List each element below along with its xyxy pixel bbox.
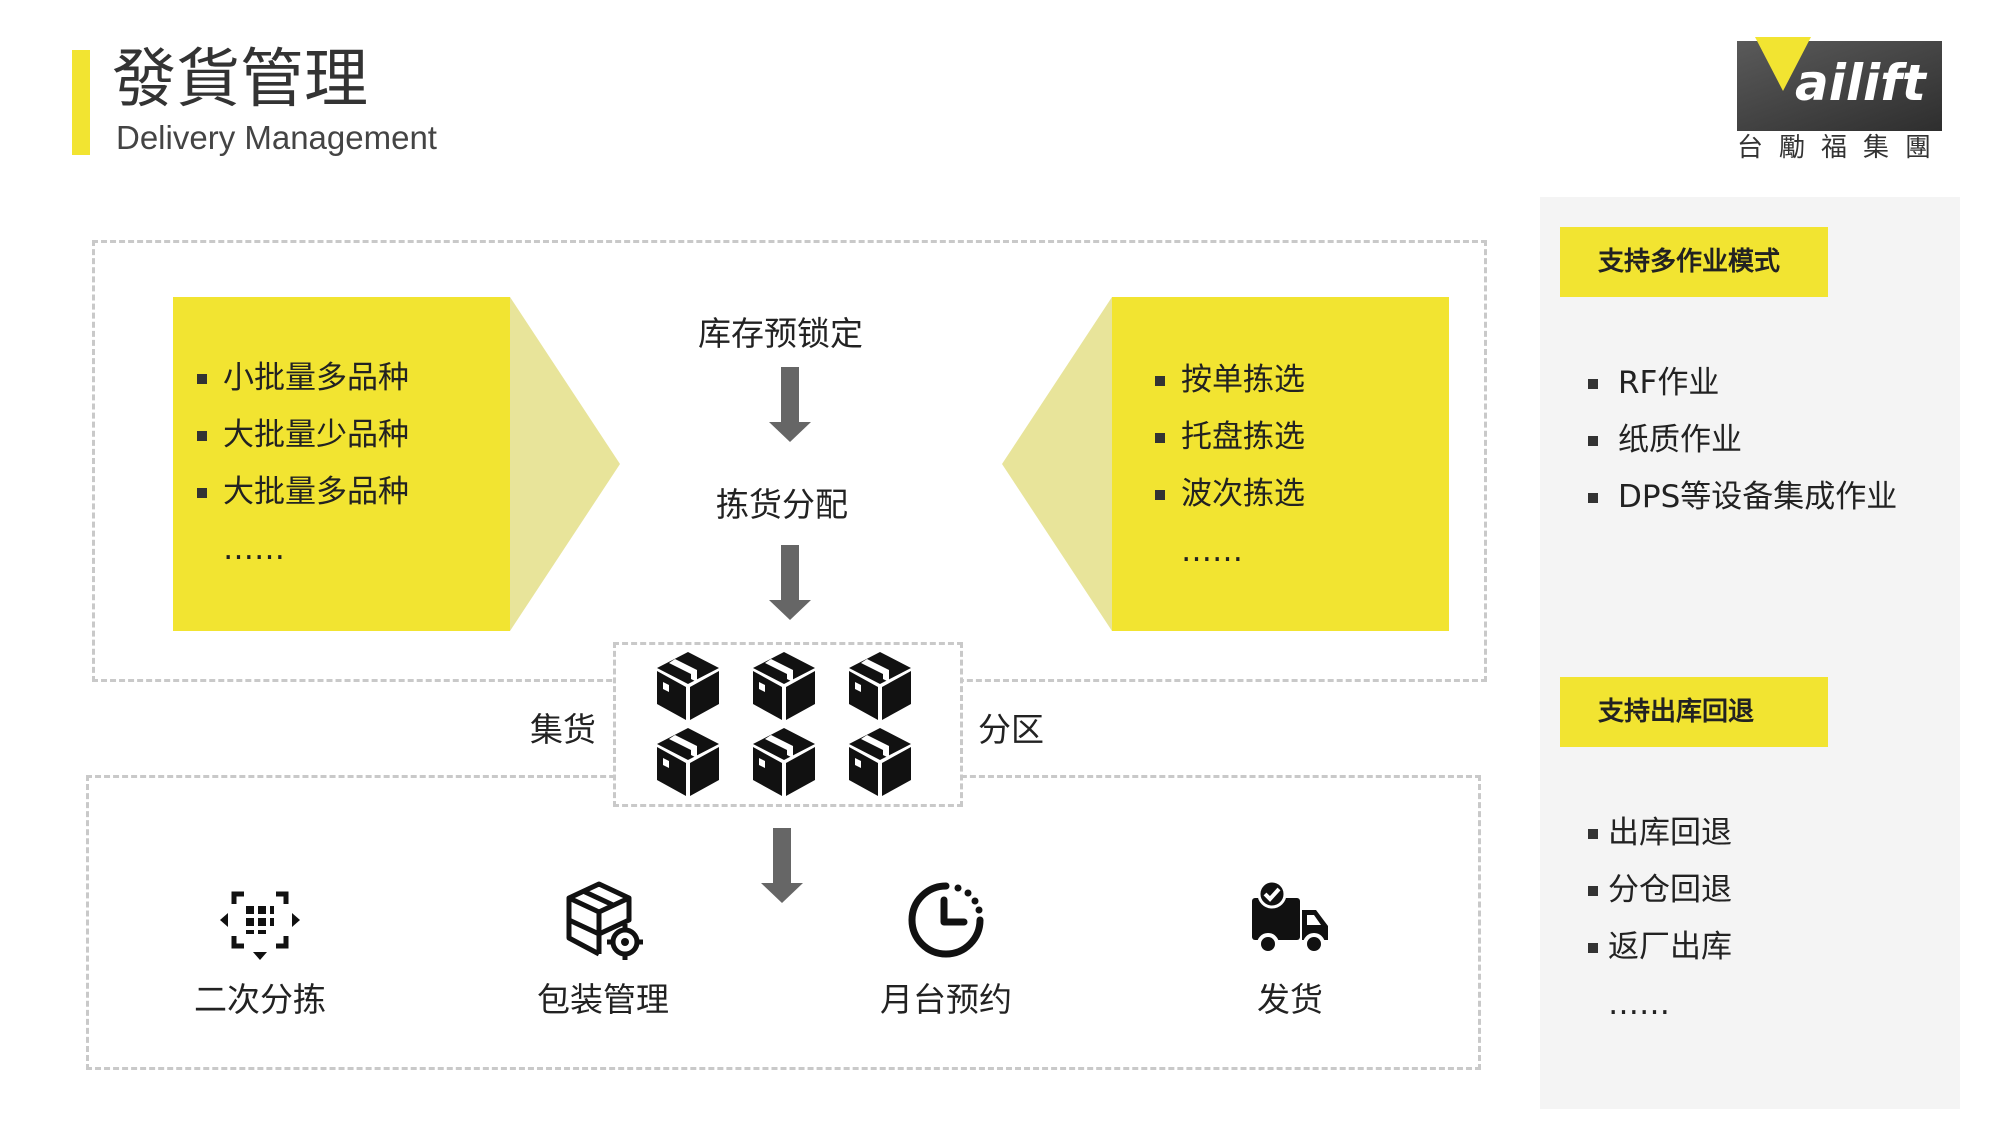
arrow-down-icon (769, 367, 811, 442)
step-picking-allocation: 拣货分配 (716, 485, 848, 524)
list-item: 纸质作业 (1588, 412, 1897, 469)
arrow-down-icon (761, 828, 803, 903)
list-item-ellipsis: …… (1181, 533, 1243, 569)
page-subtitle: Delivery Management (116, 119, 437, 156)
label-collect: 集货 (530, 710, 596, 749)
box-icon (849, 652, 911, 720)
order-type-panel (173, 297, 510, 631)
process-dock-reservation: 月台预约 (836, 880, 1056, 1030)
list-item: 分仓回退 (1588, 862, 1732, 919)
right-pointing-chevron (510, 297, 620, 631)
list-item: 按单拣选 (1155, 352, 1305, 409)
bottom-item-label: 发货 (1257, 980, 1323, 1019)
box-icon (657, 652, 719, 720)
clock-icon (908, 882, 984, 958)
feature-list-modes: RF作业 纸质作业 DPS等设备集成作业 (1588, 355, 1897, 526)
process-shipping: 发货 (1180, 880, 1400, 1030)
list-item: 波次拣选 (1155, 466, 1305, 523)
list-item: 出库回退 (1588, 805, 1732, 862)
order-type-list: 小批量多品种 大批量少品种 大批量多品种 …… (197, 350, 409, 578)
list-item: 小批量多品种 (197, 350, 409, 407)
left-pointing-chevron (1002, 297, 1112, 631)
title-accent-bar (72, 50, 90, 155)
list-item: 托盘拣选 (1155, 409, 1305, 466)
step-inventory-lock: 库存预锁定 (698, 314, 863, 353)
logo-y-mark (1755, 37, 1811, 91)
list-item: 大批量少品种 (197, 407, 409, 464)
delivery-truck-icon (1252, 880, 1328, 955)
arrow-down-icon (769, 545, 811, 620)
list-item: DPS等设备集成作业 (1588, 469, 1897, 526)
picking-mode-list: 按单拣选 托盘拣选 波次拣选 …… (1155, 352, 1305, 580)
label-zone: 分区 (978, 710, 1044, 749)
logo-wordmark: ailift (1795, 54, 1926, 112)
features-sidebar (1540, 197, 1960, 1109)
package-gear-icon (566, 881, 643, 960)
box-icon (753, 728, 815, 796)
logo-subtitle: 台勵福集團 (1737, 133, 1948, 163)
list-item: 大批量多品种 (197, 464, 409, 521)
cargo-boxes-group (657, 652, 911, 796)
box-icon (753, 652, 815, 720)
list-item-ellipsis: …… (1608, 986, 1670, 1022)
feature-heading-rollback: 支持出库回退 (1560, 677, 1828, 747)
bottom-item-label: 月台预约 (880, 980, 1012, 1019)
picking-mode-panel (1112, 297, 1449, 631)
list-item-ellipsis: …… (223, 531, 285, 567)
bottom-item-label: 包装管理 (537, 980, 669, 1019)
process-secondary-sorting: 二次分拣 (150, 880, 370, 1030)
company-logo: ailift 台勵福集團 (1737, 37, 1948, 163)
box-icon (849, 728, 911, 796)
page-title: 發貨管理 (112, 43, 368, 117)
scan-sort-icon (220, 891, 300, 960)
feature-heading-modes: 支持多作业模式 (1560, 227, 1828, 297)
bottom-item-label: 二次分拣 (194, 980, 326, 1019)
feature-list-rollback: 出库回退 分仓回退 返厂出库 …… (1588, 805, 1732, 1033)
list-item: 返厂出库 (1588, 919, 1732, 976)
box-icon (657, 728, 719, 796)
list-item: RF作业 (1588, 355, 1897, 412)
process-packaging: 包装管理 (493, 880, 713, 1030)
